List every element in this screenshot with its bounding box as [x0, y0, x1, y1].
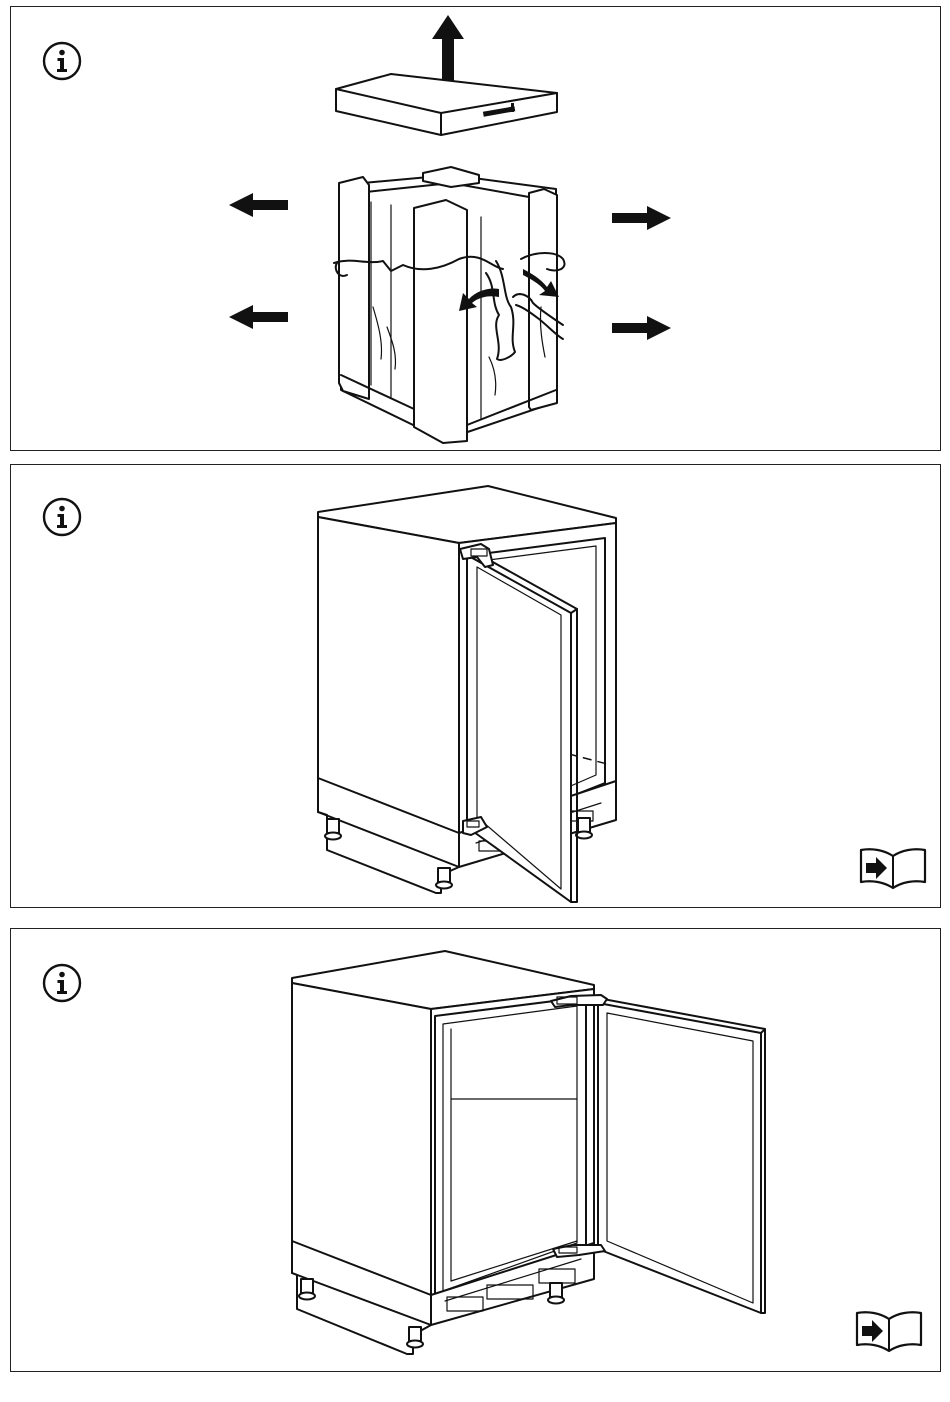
panel-door-closed	[10, 464, 941, 908]
appliance-door-right-illustration	[11, 929, 942, 1373]
arrow-left-icon	[229, 193, 288, 329]
arrow-up-icon	[432, 15, 464, 85]
panel-unpacking	[10, 6, 941, 451]
appliance-door	[598, 999, 765, 1313]
arrow-right-icon	[612, 206, 671, 340]
appliance-door-left-illustration	[11, 465, 942, 909]
unpacking-illustration	[11, 7, 942, 452]
packaging-lid	[336, 74, 557, 135]
appliance-cabinet	[292, 951, 594, 1354]
packaged-appliance	[334, 167, 565, 443]
manual-reference-icon	[858, 846, 928, 892]
manual-reference-icon	[854, 1309, 924, 1355]
panel-door-open	[10, 928, 941, 1372]
